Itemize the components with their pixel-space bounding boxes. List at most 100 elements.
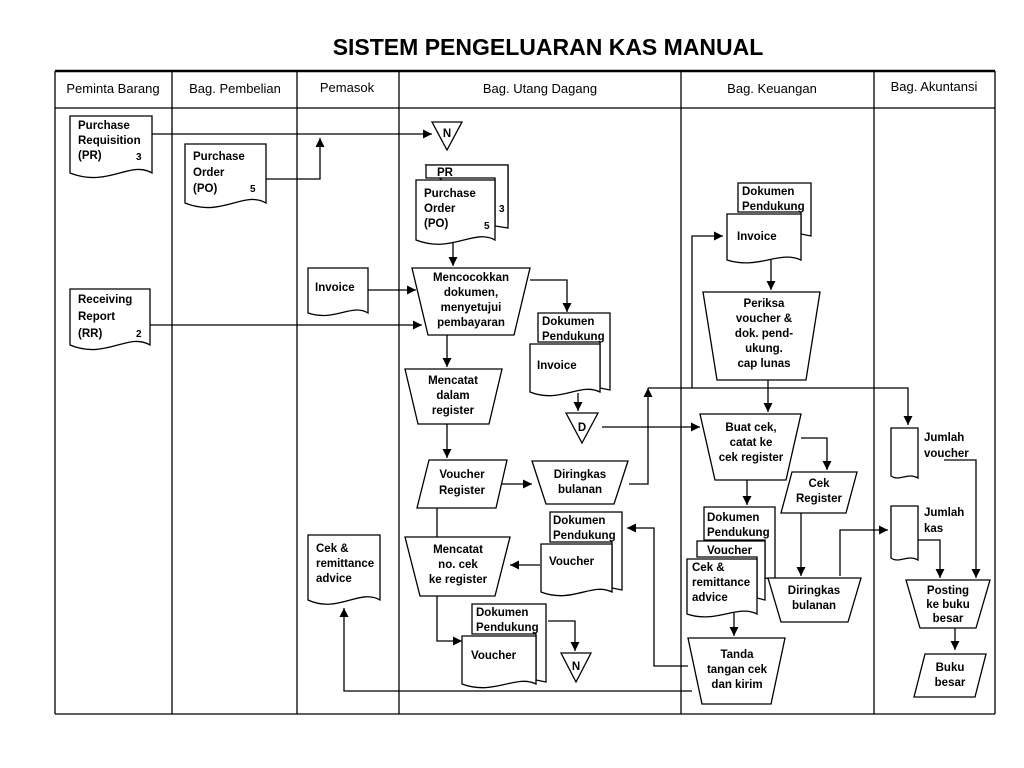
document-dokumen-pendukung-voucher-bottom: Dokumen Pendukung Voucher	[461, 603, 547, 689]
po-ud-line-3: (PO)	[424, 218, 448, 230]
cek-register-line-2: Register	[796, 493, 843, 505]
file-n-top: N	[430, 121, 464, 152]
posting-line-1: Posting	[927, 585, 969, 597]
document-purchase-requisition: Purchase Requisition (PR) 3	[69, 115, 153, 179]
jumlah-voucher-line-2: voucher	[924, 448, 969, 460]
cek-remit-line-1: Cek &	[692, 562, 725, 574]
mencatat-cek-line-3: ke register	[429, 574, 488, 586]
po-ud-copy-back: 3	[499, 204, 505, 215]
process-tanda-tangan-cek: Tanda tangan cek dan kirim	[687, 637, 786, 705]
document-dokumen-pendukung-invoice-ud: Dokumen Pendukung Invoice	[529, 312, 611, 397]
header-pemasok: Pemasok	[320, 80, 375, 95]
dok-stack-line-2: Pendukung	[707, 527, 770, 539]
posting-line-2: ke buku	[926, 599, 969, 611]
pr-copy-number: 3	[136, 152, 142, 163]
cek-pemasok-line-3: advice	[316, 573, 352, 585]
data-buku-besar: Buku besar	[913, 653, 987, 698]
voucher-register-line-1: Voucher	[439, 469, 485, 481]
diringkas-ud-line-2: bulanan	[558, 484, 602, 496]
buat-cek-line-3: cek register	[719, 452, 784, 464]
document-cek-remittance-pemasok: Cek & remittance advice	[307, 534, 381, 605]
header-bag-keuangan: Bag. Keuangan	[727, 81, 817, 96]
swimlane-frame	[54, 69, 996, 715]
process-mencatat-no-cek: Mencatat no. cek ke register	[404, 536, 511, 597]
dok-mid-line-2: Pendukung	[553, 530, 616, 542]
periksa-line-4: ukung.	[745, 343, 783, 355]
mencatat-register-line-1: Mencatat	[428, 375, 478, 387]
document-stack-keu: Dokumen Pendukung Voucher Cek & remittan…	[686, 506, 776, 618]
po-line-2: Order	[193, 167, 225, 179]
file-d: D	[564, 412, 600, 445]
buat-cek-line-1: Buat cek,	[725, 422, 776, 434]
mencocokkan-line-3: menyetujui	[441, 302, 502, 314]
voucher-register-line-2: Register	[439, 485, 486, 497]
data-voucher-register: Voucher Register	[416, 459, 508, 509]
file-n-bottom: N	[559, 652, 593, 684]
jumlah-voucher-line-1: Jumlah	[924, 432, 964, 444]
cek-remit-line-3: advice	[692, 592, 728, 604]
diringkas-keu-line-2: bulanan	[792, 600, 836, 612]
buku-besar-line-2: besar	[935, 677, 966, 689]
mencocokkan-line-1: Mencocokkan	[433, 272, 509, 284]
diringkas-ud-line-1: Diringkas	[554, 469, 606, 481]
diringkas-keu-line-1: Diringkas	[788, 585, 840, 597]
pr-back-label: PR	[437, 167, 454, 179]
mencatat-cek-line-1: Mencatat	[433, 544, 483, 556]
periksa-line-3: dok. pend-	[735, 328, 793, 340]
pr-line-1: Purchase	[78, 120, 130, 132]
po-ud-line-2: Order	[424, 203, 456, 215]
dok-keu-line-1: Dokumen	[742, 186, 794, 198]
rr-copy-number: 2	[136, 329, 142, 340]
periksa-line-5: cap lunas	[737, 358, 790, 370]
dok-bottom-line-2: Pendukung	[476, 622, 539, 634]
tanda-tangan-line-1: Tanda	[720, 649, 754, 661]
cek-pemasok-line-2: remittance	[316, 558, 374, 570]
document-invoice-pemasok: Invoice	[307, 267, 369, 317]
mencatat-register-line-3: register	[432, 405, 475, 417]
po-ud-line-1: Purchase	[424, 188, 476, 200]
header-peminta-barang: Peminta Barang	[66, 81, 159, 96]
diagram-title: SISTEM PENGELUARAN KAS MANUAL	[332, 34, 764, 60]
rr-line-1: Receiving	[78, 294, 132, 306]
dok-stack-line-1: Dokumen	[707, 512, 759, 524]
process-mencatat-dalam-register: Mencatat dalam register	[404, 368, 503, 425]
tanda-tangan-line-3: dan kirim	[711, 679, 762, 691]
invoice-keu-label: Invoice	[737, 231, 777, 243]
periksa-line-1: Periksa	[744, 298, 786, 310]
file-n-bottom-label: N	[572, 661, 580, 673]
dok-bottom-line-1: Dokumen	[476, 607, 528, 619]
dok-keu-line-2: Pendukung	[742, 201, 805, 213]
header-bag-utang-dagang: Bag. Utang Dagang	[483, 81, 597, 96]
dok-ud-line-2: Pendukung	[542, 331, 605, 343]
mencocokkan-line-4: pembayaran	[437, 317, 505, 329]
process-periksa-voucher: Periksa voucher & dok. pend- ukung. cap …	[702, 291, 821, 381]
rr-line-2: Report	[78, 311, 115, 323]
voucher-bottom-label: Voucher	[471, 650, 517, 662]
file-d-label: D	[578, 422, 586, 434]
process-mencocokkan: Mencocokkan dokumen, menyetujui pembayar…	[411, 267, 531, 336]
voucher-mid-label: Voucher	[549, 556, 595, 568]
process-diringkas-bulanan-keu: Diringkas bulanan	[767, 577, 862, 623]
cek-pemasok-line-1: Cek &	[316, 543, 349, 555]
jumlah-kas-line-1: Jumlah	[924, 507, 964, 519]
periksa-line-2: voucher &	[736, 313, 792, 325]
document-dokumen-pendukung-invoice-keu: Dokumen Pendukung Invoice	[726, 182, 812, 264]
header-bag-akuntansi: Bag. Akuntansi	[891, 79, 978, 94]
document-jumlah-voucher: Jumlah voucher	[890, 427, 969, 480]
process-diringkas-bulanan-ud: Diringkas bulanan	[531, 460, 629, 505]
document-dokumen-pendukung-voucher-mid: Dokumen Pendukung Voucher	[540, 511, 623, 597]
file-n-top-label: N	[443, 128, 451, 140]
rr-line-3: (RR)	[78, 328, 102, 340]
buku-besar-line-1: Buku	[936, 662, 965, 674]
voucher-stack-label: Voucher	[707, 545, 753, 557]
document-jumlah-kas: Jumlah kas	[890, 505, 964, 562]
jumlah-kas-line-2: kas	[924, 523, 943, 535]
document-stack-pr-po: PR Purchase Order (PO) 3 5	[415, 164, 509, 245]
process-posting-buku-besar: Posting ke buku besar	[905, 579, 991, 629]
pr-line-2: Requisition	[78, 135, 141, 147]
po-line-3: (PO)	[193, 183, 217, 195]
po-copy-number: 5	[250, 184, 256, 195]
tanda-tangan-line-2: tangan cek	[707, 664, 768, 676]
pr-line-3: (PR)	[78, 150, 102, 162]
